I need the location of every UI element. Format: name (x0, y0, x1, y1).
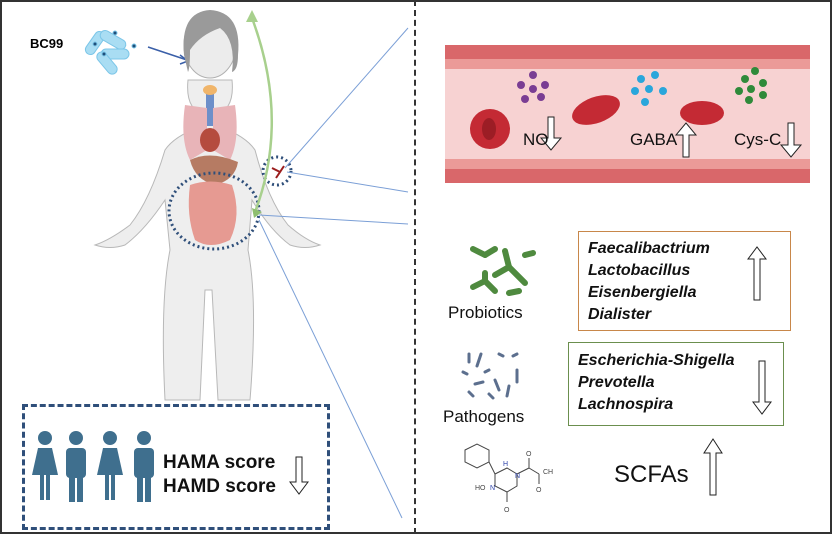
probiotics-label: Probiotics (448, 303, 523, 322)
pathogens-label: Pathogens (443, 407, 525, 426)
hama-score-label: HAMA score (163, 452, 276, 473)
cysc-down-arrow-icon (779, 122, 803, 158)
gaba-molecules (631, 71, 667, 106)
score-list: HAMA score HAMD score (163, 451, 276, 499)
bacteria-icon (84, 30, 137, 75)
atom-label: N (490, 485, 495, 492)
atom-label: H (503, 461, 508, 468)
female-icon (97, 431, 123, 500)
score-down-arrow-icon (289, 456, 309, 495)
female-icon (32, 431, 58, 500)
taxon: Prevotella (578, 374, 655, 391)
vessel-highlight (261, 155, 293, 187)
gaba-label: GABA (630, 130, 678, 149)
male-icon (66, 431, 86, 502)
no-label: NO (523, 130, 549, 149)
probiotics-up-arrow-icon (747, 246, 767, 301)
red-blood-cell (680, 101, 724, 125)
taxon: Lachnospira (578, 396, 674, 413)
people-icons (32, 431, 154, 502)
pathogens-box (568, 342, 784, 426)
score-box (22, 404, 330, 530)
atom-label: CH (543, 469, 553, 476)
atom-label: O (504, 507, 510, 514)
chemical-structure: H N HO N O O CH O (464, 443, 553, 514)
gut-brain-arrow (250, 17, 274, 213)
atom-label: O (526, 451, 532, 458)
taxon: Eisenbergiella (588, 284, 697, 301)
taxon: Dialister (588, 306, 652, 323)
probiotics-taxa-list: Faecalibactrium Lactobacillus Eisenbergi… (588, 238, 710, 326)
no-molecules (517, 71, 549, 103)
scfas-label: SCFAs (614, 461, 689, 488)
probiotics-box (578, 231, 791, 331)
panel-divider (414, 0, 416, 534)
scfas-up-arrow-icon (703, 438, 723, 496)
pathogens-down-arrow-icon (752, 360, 772, 415)
cysc-label: Cys-C (734, 130, 782, 149)
organs (183, 85, 238, 245)
intake-arrow (147, 46, 188, 61)
male-icon (134, 431, 154, 502)
atom-label: N (515, 473, 520, 480)
taxon: Faecalibactrium (588, 240, 710, 257)
taxon: Lactobacillus (588, 262, 691, 279)
hair (183, 10, 239, 72)
blood-vessel-illustration (445, 45, 810, 183)
red-blood-cell (572, 95, 620, 125)
atom-label: HO (475, 485, 486, 492)
body-illustration (84, 10, 409, 519)
probiotics-icon (470, 246, 536, 296)
pathogens-icon (461, 352, 519, 400)
cysc-molecules (735, 67, 767, 104)
strain-label: BC99 (30, 36, 64, 51)
pathogens-taxa-list: Escherichia-Shigella Prevotella Lachnosp… (578, 350, 735, 416)
gaba-up-arrow-icon (674, 122, 698, 158)
taxon: Escherichia-Shigella (578, 352, 735, 369)
hamd-score-label: HAMD score (163, 476, 276, 497)
no-down-arrow-icon (539, 116, 563, 151)
atom-label: O (536, 487, 542, 494)
